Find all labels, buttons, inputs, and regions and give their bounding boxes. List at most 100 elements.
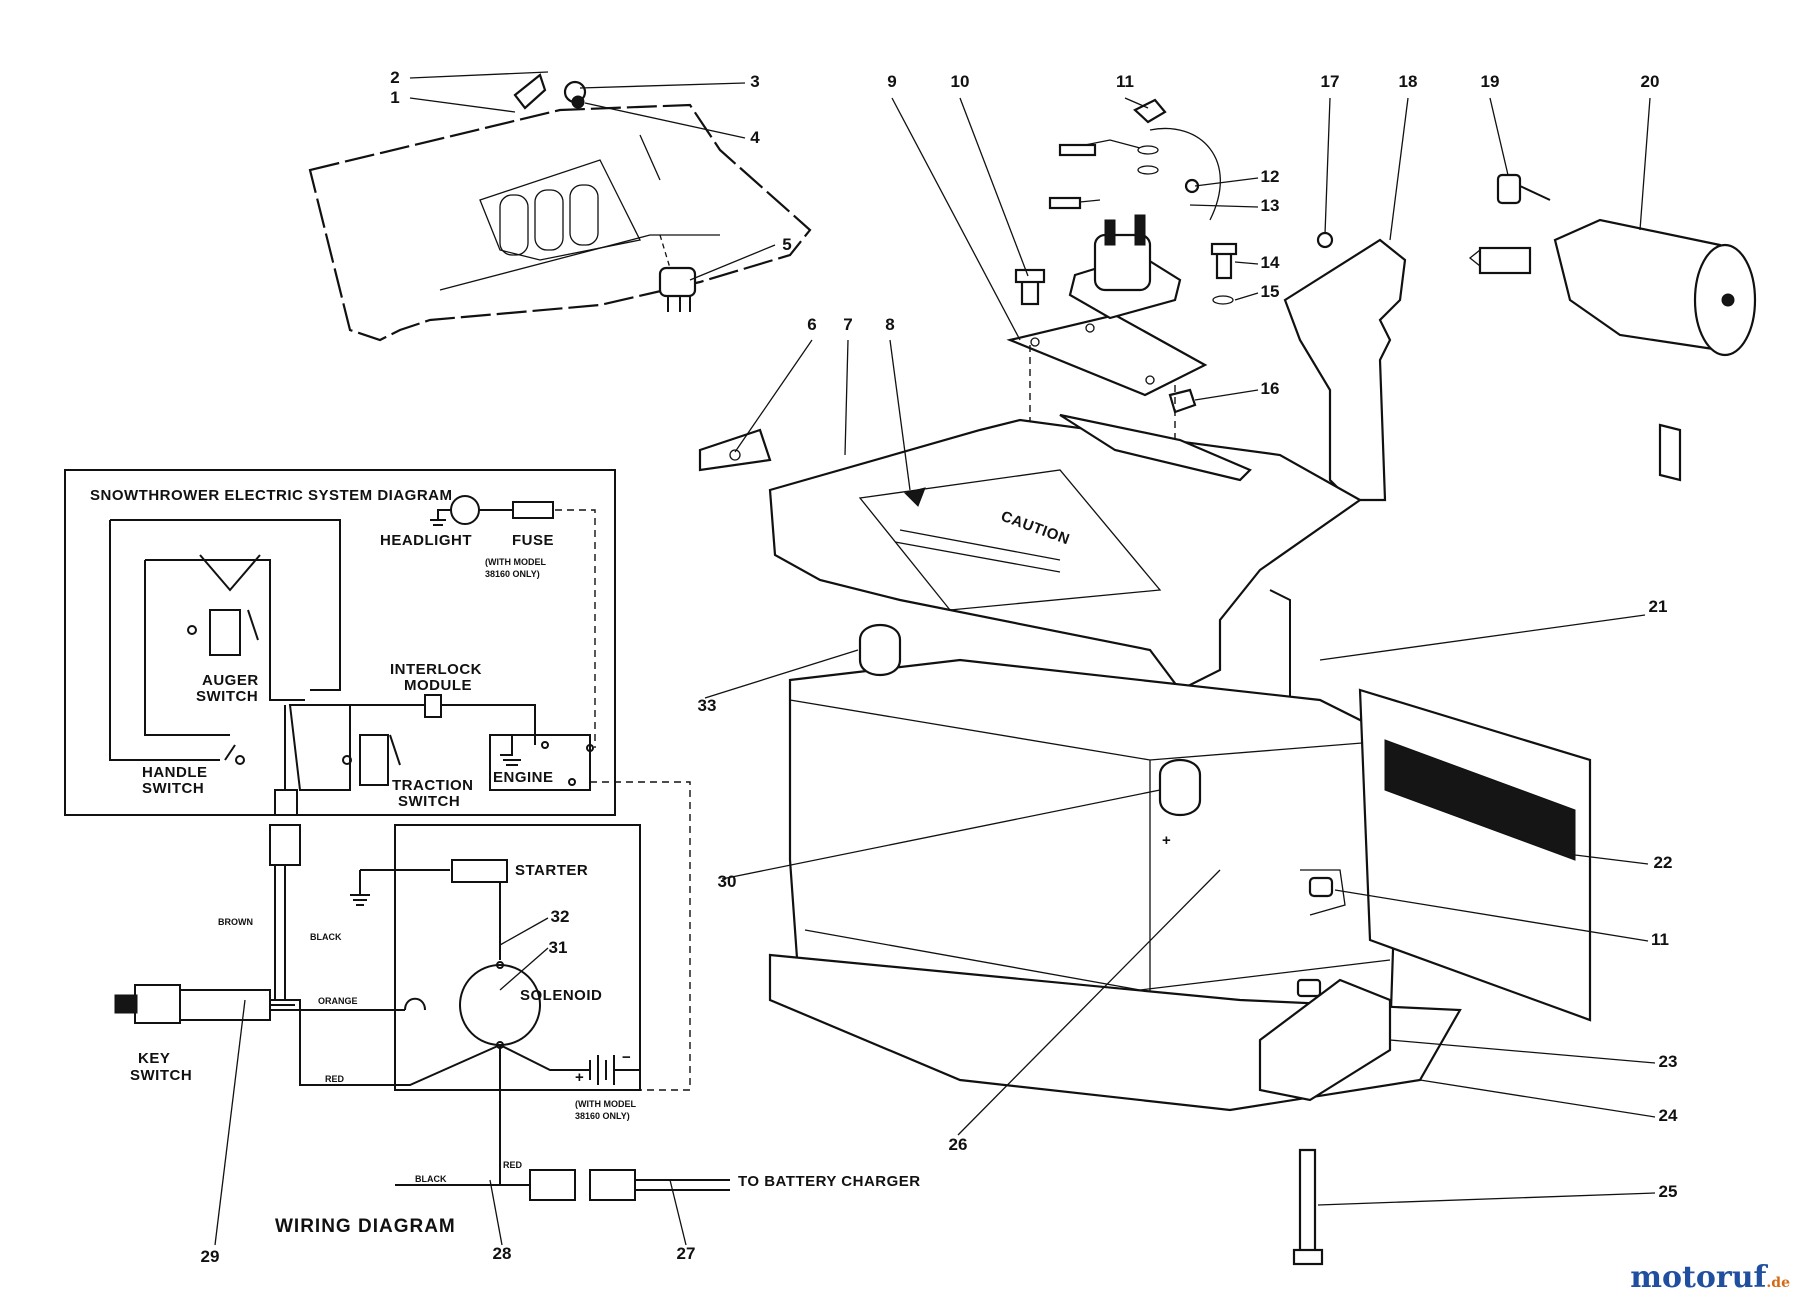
callout-1: 1 bbox=[390, 88, 399, 107]
callout-25: 25 bbox=[1659, 1182, 1678, 1201]
callout-21: 21 bbox=[1649, 597, 1668, 616]
traction-switch-icon bbox=[359, 734, 389, 786]
wire-black-top-label: BLACK bbox=[310, 932, 342, 942]
auger-switch-label-1: AUGER bbox=[202, 672, 259, 689]
fuse-note-line1: (WITH MODEL bbox=[485, 557, 546, 567]
hold-down-icon bbox=[1258, 978, 1392, 1102]
traction-switch-label-1: TRACTION bbox=[392, 777, 474, 794]
watermark-suffix: .de bbox=[1766, 1275, 1790, 1291]
battery-symbol bbox=[589, 1055, 615, 1085]
callout-20: 20 bbox=[1641, 72, 1660, 91]
auger-switch-label-2: SWITCH bbox=[196, 688, 258, 705]
callout-2: 2 bbox=[390, 68, 399, 87]
callout-12: 12 bbox=[1261, 167, 1280, 186]
callout-3: 3 bbox=[750, 72, 759, 91]
key-switch-label-1: KEY bbox=[138, 1050, 170, 1067]
key-switch-icon bbox=[134, 984, 181, 1024]
callout-5: 5 bbox=[782, 235, 791, 254]
callout-14: 14 bbox=[1261, 253, 1280, 272]
starter-icon bbox=[451, 859, 508, 883]
connector-lower-icon bbox=[269, 824, 301, 866]
callout-7: 7 bbox=[843, 315, 852, 334]
callout-6: 6 bbox=[807, 315, 816, 334]
callout-17: 17 bbox=[1321, 72, 1340, 91]
starter-motor bbox=[1468, 173, 1757, 482]
interlock-module-icon bbox=[424, 694, 442, 718]
caution-icon bbox=[904, 487, 926, 507]
headlight-label: HEADLIGHT bbox=[380, 532, 472, 549]
callout-13: 13 bbox=[1261, 196, 1280, 215]
fuse-label: FUSE bbox=[512, 532, 554, 549]
nut-16-icon bbox=[1168, 388, 1197, 414]
callout-29: 29 bbox=[201, 1247, 220, 1266]
engine-box bbox=[489, 734, 591, 791]
callout-11: 11 bbox=[1116, 72, 1134, 91]
wire-red-bottom-label: RED bbox=[503, 1160, 523, 1170]
electric-diagram-frame bbox=[64, 469, 616, 816]
key-switch-label-2: SWITCH bbox=[130, 1067, 192, 1084]
battery-note-line1: (WITH MODEL bbox=[575, 1099, 636, 1109]
headlight-icon bbox=[450, 495, 480, 525]
callout-15: 15 bbox=[1261, 282, 1280, 301]
battery-note-line2: 38160 ONLY) bbox=[575, 1111, 630, 1121]
electric-system-diagram: SNOWTHROWER ELECTRIC SYSTEM DIAGRAM HEAD… bbox=[64, 469, 616, 816]
battery-charger-label: TO BATTERY CHARGER bbox=[738, 1173, 921, 1190]
wiring-diagram: + − STARTER SOLENOID KEY SWITCH BROWN BL… bbox=[114, 705, 921, 1237]
starter-label: STARTER bbox=[515, 862, 588, 879]
headlight-switch-icon bbox=[658, 266, 697, 298]
bolt-25-icon bbox=[1298, 1148, 1317, 1257]
fuse-note-line2: 38160 ONLY) bbox=[485, 569, 540, 579]
watermark-logo: motoruf.de bbox=[1630, 1260, 1790, 1295]
callout-32: 32 bbox=[551, 907, 570, 926]
callout-31: 31 bbox=[549, 938, 568, 957]
engine-label: ENGINE bbox=[493, 769, 554, 786]
electric-diagram-title: SNOWTHROWER ELECTRIC SYSTEM DIAGRAM bbox=[90, 487, 453, 504]
callout-26: 26 bbox=[949, 1135, 968, 1154]
interlock-label-1: INTERLOCK bbox=[390, 661, 482, 678]
positive-terminal-icon bbox=[1158, 759, 1202, 816]
wire-brown-label: BROWN bbox=[218, 917, 253, 927]
battery-tray bbox=[768, 688, 1592, 1266]
charger-plug-a-icon bbox=[529, 1169, 576, 1201]
handle-switch-label-2: SWITCH bbox=[142, 780, 204, 797]
auger-switch-icon bbox=[209, 609, 241, 656]
callout-33: 33 bbox=[698, 696, 717, 715]
callout-9: 9 bbox=[887, 72, 896, 91]
wire-black-bottom-label: BLACK bbox=[415, 1174, 447, 1184]
wire-orange-label: ORANGE bbox=[318, 996, 358, 1006]
battery-symbol-plus: + bbox=[575, 1069, 584, 1086]
callout-28: 28 bbox=[493, 1244, 512, 1263]
negative-terminal-icon bbox=[858, 624, 902, 676]
dash-panel bbox=[308, 73, 812, 342]
battery-plus-mark: + bbox=[1162, 832, 1171, 849]
connector-upper-icon bbox=[274, 789, 298, 816]
callout-11: 11 bbox=[1651, 930, 1669, 949]
callout-18: 18 bbox=[1399, 72, 1418, 91]
nut-11b-icon bbox=[1308, 876, 1334, 898]
solenoid-label: SOLENOID bbox=[520, 987, 602, 1004]
nut-11-icon bbox=[1133, 98, 1167, 124]
charger-plug-b-icon bbox=[589, 1169, 636, 1201]
watermark-main: motoruf bbox=[1630, 1260, 1767, 1295]
callout-8: 8 bbox=[885, 315, 894, 334]
callout-27: 27 bbox=[677, 1244, 696, 1263]
callout-16: 16 bbox=[1261, 379, 1280, 398]
callout-23: 23 bbox=[1659, 1052, 1678, 1071]
battery-symbol-minus: − bbox=[622, 1049, 631, 1066]
traction-switch-label-2: SWITCH bbox=[398, 793, 460, 810]
pad-22-icon bbox=[1384, 739, 1576, 861]
callout-4: 4 bbox=[750, 128, 760, 147]
callout-30: 30 bbox=[718, 872, 737, 891]
callout-10: 10 bbox=[951, 72, 970, 91]
callout-22: 22 bbox=[1654, 853, 1673, 872]
callout-24: 24 bbox=[1659, 1106, 1678, 1125]
bracket-assembly bbox=[1283, 231, 1407, 502]
fuse-icon bbox=[512, 501, 554, 519]
solenoid-icon bbox=[1093, 233, 1152, 292]
wire-red-left-label: RED bbox=[325, 1074, 345, 1084]
wiring-diagram-title: WIRING DIAGRAM bbox=[275, 1216, 456, 1237]
interlock-label-2: MODULE bbox=[404, 677, 472, 694]
